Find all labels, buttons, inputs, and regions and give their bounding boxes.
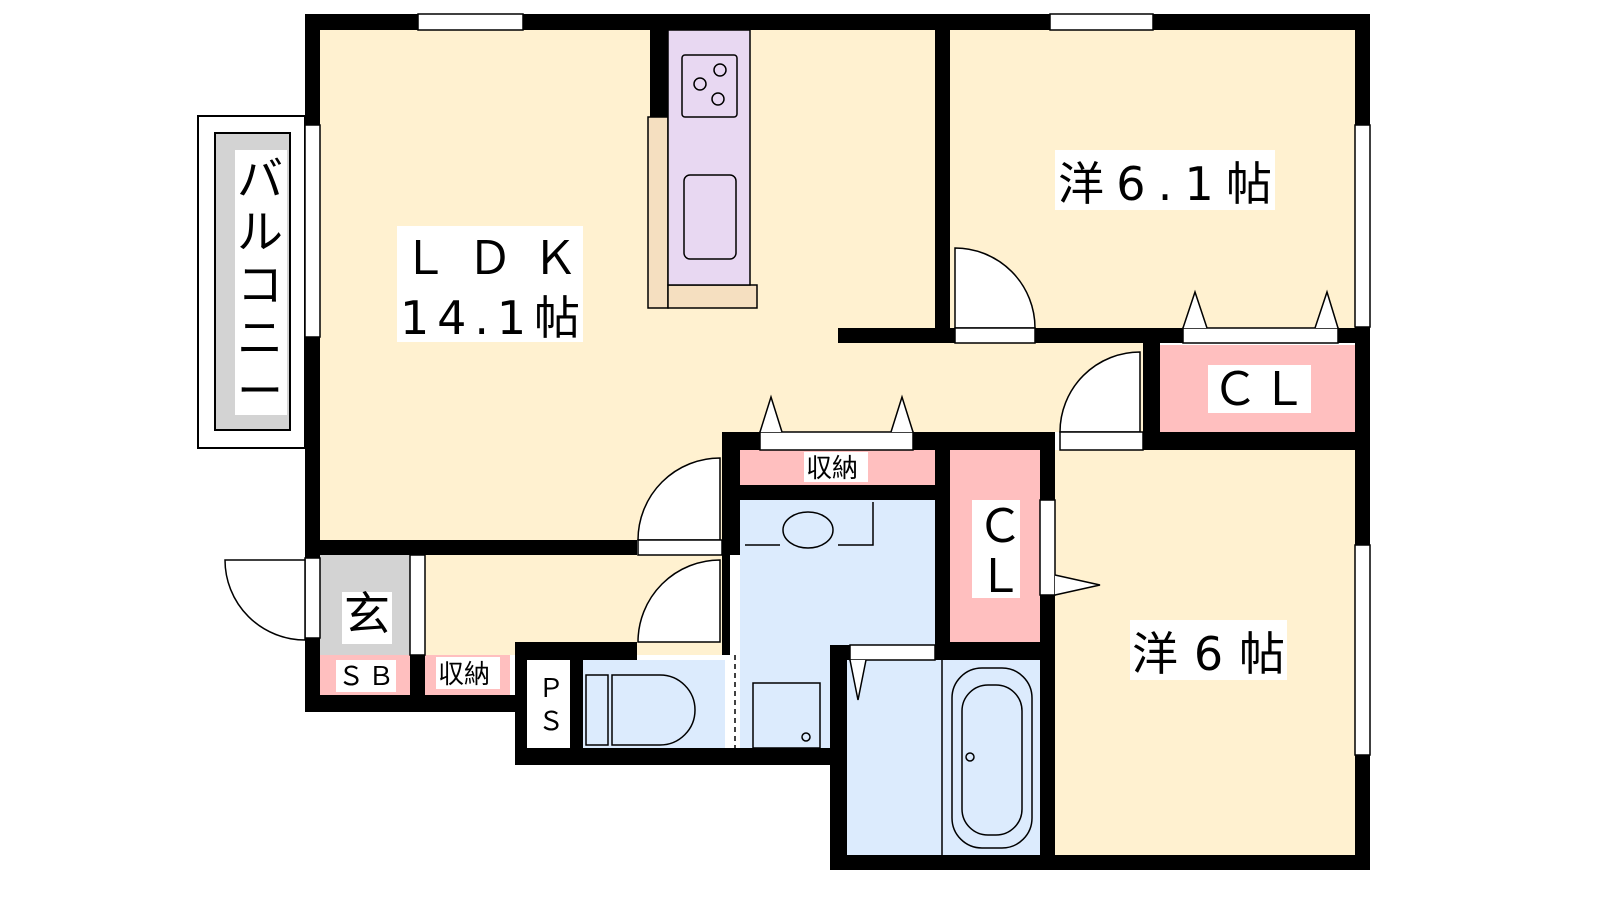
closet2-label-bg (972, 500, 1020, 598)
doors[interactable] (224, 247, 1339, 701)
ps-label-2: Ｓ (538, 707, 564, 737)
closet1-doors[interactable] (1182, 327, 1339, 344)
western2-label-bg (1130, 620, 1287, 680)
storage-hall-label-bg (804, 452, 868, 482)
western2-label: 洋6帖 (1132, 627, 1285, 681)
kitchen-counter-wood-bottom (667, 284, 758, 309)
closet2-label-2: Ｌ (977, 549, 1023, 603)
closet1-label-bg (1208, 365, 1311, 413)
burner-icon (713, 63, 727, 77)
pipe-space (527, 660, 570, 748)
storage-entry-label-bg (436, 657, 500, 689)
western1-door[interactable] (954, 247, 1036, 329)
svg-text:ニ: ニ (237, 311, 283, 365)
storage-hall-doors[interactable] (759, 431, 914, 451)
ldk-name: ＬＤＫ (402, 231, 578, 285)
svg-text:ー: ー (237, 364, 283, 418)
ps-label-1: Ｐ (538, 674, 564, 704)
closet2-door[interactable] (1054, 574, 1101, 596)
storage-hall-label: 収納 (806, 454, 858, 484)
washroom-floor-ext (740, 645, 830, 748)
ldk-door[interactable] (637, 457, 721, 541)
washbasin-icon (782, 511, 834, 549)
toilet-icon (585, 674, 696, 746)
bath-door[interactable] (849, 644, 936, 661)
bathtub-icon (951, 667, 1033, 849)
western1-label: 洋6.1帖 (1058, 157, 1272, 211)
storage-entry-label: 収納 (438, 660, 490, 690)
stove-icon (681, 54, 738, 118)
closet2-label-1: Ｃ (977, 499, 1023, 553)
entrance-label: 玄 (344, 587, 390, 641)
kitchen-counter-wood (647, 116, 669, 309)
bath-floor (847, 660, 1040, 855)
sink-icon (683, 174, 737, 260)
burner-icon (711, 92, 725, 106)
svg-text:コ: コ (237, 258, 283, 312)
balcony-label: バ ル コ ニ ー (237, 152, 283, 418)
toilet-door[interactable] (637, 559, 721, 643)
entry-door[interactable] (224, 559, 306, 641)
ldk-label-bg (397, 226, 583, 342)
western1-label-bg (1055, 150, 1275, 210)
burner-icon (693, 77, 707, 91)
shoe-box-label-bg (336, 660, 396, 692)
svg-text:バ: バ (237, 152, 283, 206)
western2-door[interactable] (1059, 351, 1141, 433)
toilet-floor (583, 660, 725, 748)
windows (304, 13, 1371, 756)
balcony-label-bg (235, 150, 287, 415)
svg-text:ル: ル (237, 205, 283, 259)
entrance-label-bg (342, 592, 392, 644)
